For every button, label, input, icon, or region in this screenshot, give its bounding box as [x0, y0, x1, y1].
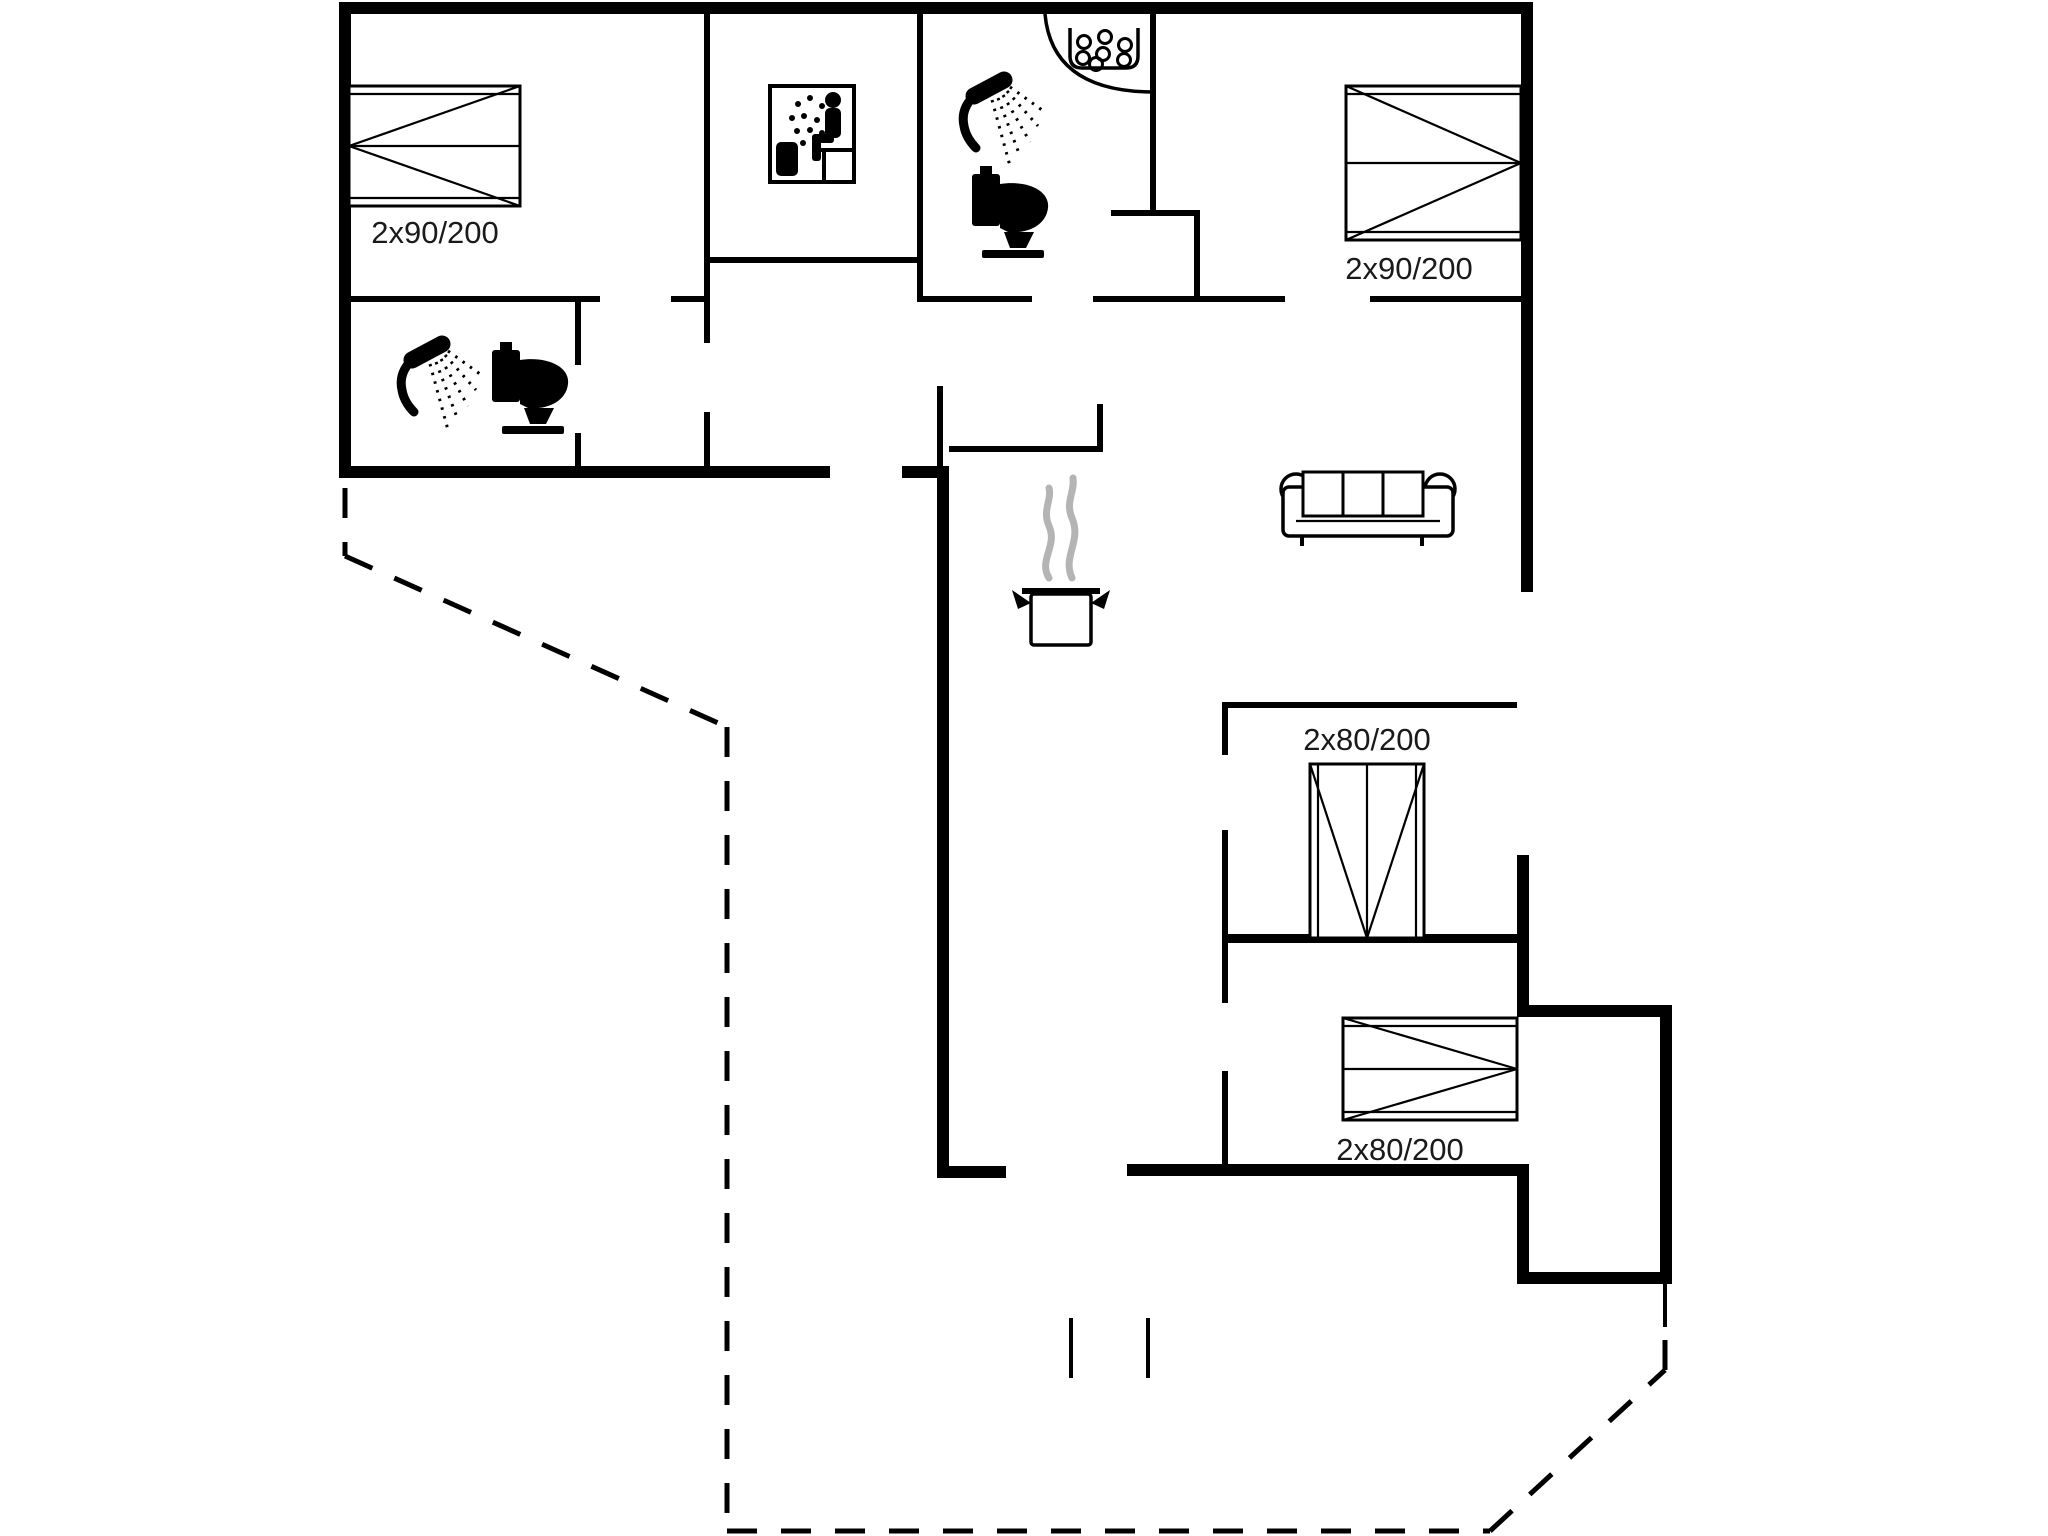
- bed-size-label: 2x90/200: [371, 215, 499, 250]
- shower-icon: [401, 344, 480, 430]
- sauna-icon: [768, 84, 856, 184]
- bed-size-label: 2x90/200: [1345, 251, 1473, 286]
- sofa-icon: [1279, 470, 1457, 546]
- cooking-pot-icon: [1012, 474, 1110, 647]
- toilet-icon: [972, 166, 1049, 258]
- shower-icon: [963, 80, 1042, 166]
- toilet-icon: [492, 342, 569, 434]
- bed-top-right: [1344, 84, 1523, 242]
- bed-middle-right: [1308, 762, 1426, 940]
- bed-size-label: 2x80/200: [1303, 722, 1431, 757]
- whirlpool-icon: [1043, 13, 1155, 94]
- terrace-boundary-dashed: [342, 488, 1668, 1534]
- bed-bottom-right: [1341, 1016, 1519, 1122]
- terrace-door-ticks: [1069, 1318, 1150, 1378]
- outer-walls: [339, 2, 1672, 1284]
- bed-size-label: 2x80/200: [1336, 1132, 1464, 1167]
- bed-top-left: [347, 84, 522, 208]
